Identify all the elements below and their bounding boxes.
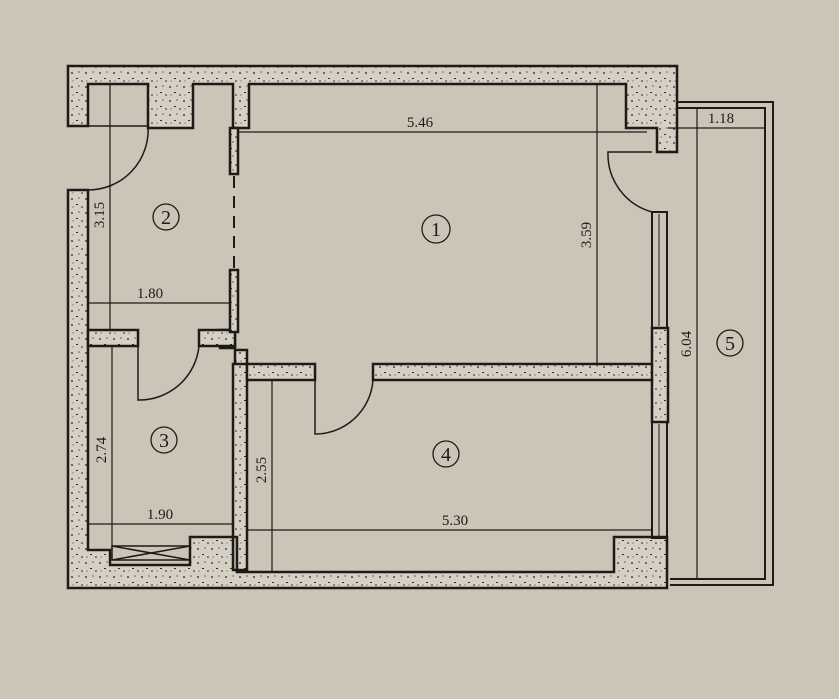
dim-balcony-width: 1.18 — [708, 111, 734, 127]
dim-room4-height: 2.55 — [254, 457, 270, 483]
dim-room3-height: 2.74 — [94, 436, 110, 463]
dim-room2-width: 1.80 — [137, 286, 163, 302]
balcony-outline — [670, 101, 774, 586]
walls — [66, 64, 679, 590]
room-marker-1: 1 — [421, 214, 451, 244]
room-marker-2: 2 — [152, 203, 180, 231]
doors — [87, 125, 653, 561]
dim-room3-width: 1.90 — [147, 507, 173, 523]
room-marker-4: 4 — [432, 440, 460, 468]
svg-text:5: 5 — [725, 333, 735, 355]
dim-room4-width: 5.30 — [442, 513, 468, 529]
svg-text:3: 3 — [159, 430, 169, 452]
windows — [651, 211, 668, 539]
room-marker-5: 5 — [716, 329, 744, 357]
svg-text:2: 2 — [161, 207, 171, 229]
svg-text:4: 4 — [441, 444, 451, 466]
dim-room2-height: 3.15 — [92, 202, 108, 228]
dim-room1-height: 3.59 — [579, 222, 595, 248]
dimension-lines — [88, 84, 765, 579]
svg-text:1: 1 — [431, 219, 441, 241]
dim-room1-width: 5.46 — [407, 115, 434, 131]
room-marker-3: 3 — [150, 426, 178, 454]
dim-balcony-length: 6.04 — [679, 330, 695, 357]
